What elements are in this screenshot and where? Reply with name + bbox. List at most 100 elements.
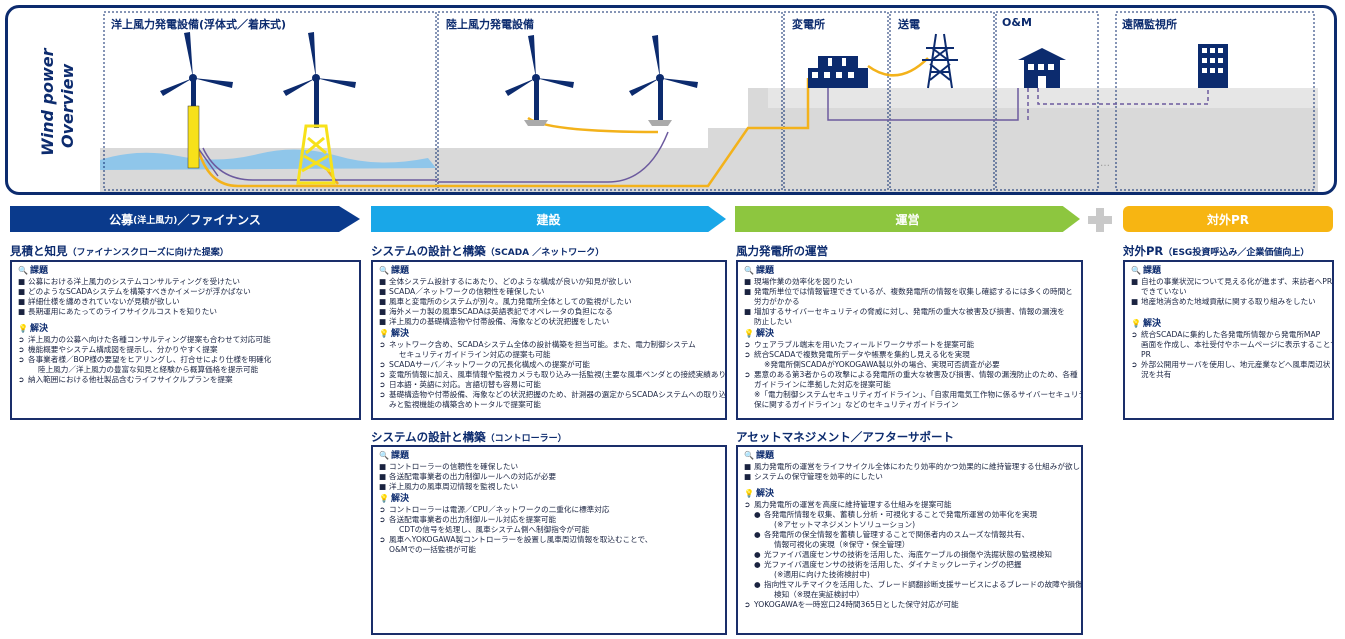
box-design-scada: 🔍課題 ■全体システム設計するにあたり、どのような構成が良いか知見が欲しい ■S… <box>371 260 727 420</box>
asset-title: アセットマネジメント／アフターサポート <box>736 430 955 444</box>
solution-item: ➲風車へYOKOGAWA製コントローラーを設置し風車周辺情報を取込むことで、 <box>379 535 653 544</box>
onshore-turbine-2 <box>629 35 698 126</box>
issue-item: ■SCADA／ネットワークの信頼性を確保したい <box>379 287 545 296</box>
phase-construction: 建設 <box>371 206 726 232</box>
design-scada-issue-heading: 🔍課題 <box>379 266 409 276</box>
section-title-design-controller: システムの設計と構築（コントローラー） <box>371 429 567 445</box>
section-title-operation: 風力発電所の運営 <box>736 243 828 259</box>
operation-issue-heading: 🔍課題 <box>744 266 774 276</box>
solution-item: 陸上風力／洋上風力の豊富な知見と経験から概算価格を提示可能 <box>38 365 259 374</box>
estimate-issue-heading: 🔍課題 <box>18 265 353 277</box>
box-pr: 🔍課題 ■自社の事業状況について見える化が進まず、来訪者へPR できていない ■… <box>1123 260 1334 420</box>
solution-item: ➲外部公開用サーバを使用し、地元産業などへ風車周辺状 <box>1131 360 1331 369</box>
sea-area <box>100 149 436 170</box>
zone-offshore-border <box>103 11 437 191</box>
box-operation: 🔍課題 ■現場作業の効率化を図りたい ■発電所単位では情報管理できているが、複数… <box>736 260 1083 420</box>
phase-finance: 公募(洋上風力)／ファイナンス <box>10 206 360 232</box>
solution-item: ※「電力制御システムセキュリティガイドライン」、「自家用電気工作物に係るサイバー… <box>754 390 1083 399</box>
zone-label-substation: 変電所 <box>792 18 825 31</box>
issue-item: ■洋上風力の基礎構造物や付帯設備、海象などの状況把握をしたい <box>379 317 610 326</box>
solution-item: CDTの信号を処理し、風車システム側へ制御指令が可能 <box>399 525 590 534</box>
phase-pr: 対外PR <box>1123 206 1333 232</box>
solution-item: (※適用に向けた技術検討中) <box>774 570 870 579</box>
design-scada-title-sub: （SCADA ／ネットワーク） <box>485 248 605 258</box>
solution-item: ●各発電所の保全情報を蓄積し管理することで関係者内のスムーズな情報共有、 <box>754 530 1030 539</box>
issue-item: ■現場作業の効率化を図りたい <box>744 277 853 286</box>
substation-building <box>808 56 868 88</box>
remote-monitoring-building <box>1198 44 1228 88</box>
lightbulb-icon: 💡 <box>1131 319 1141 328</box>
magnifier-icon: 🔍 <box>744 266 754 275</box>
phase-operation-label: 運営 <box>895 212 920 227</box>
solution-item: (※アセットマネジメントソリューション) <box>774 520 916 529</box>
phase-pr-label: 対外PR <box>1206 212 1250 227</box>
issue-item: ■各送配電事業者の出力制御ルールへの対応が必要 <box>379 472 557 481</box>
section-title-asset: アセットマネジメント／アフターサポート <box>736 429 954 445</box>
lightbulb-icon: 💡 <box>379 329 389 338</box>
zone-label-offshore: 洋上風力発電設備(浮体式／着床式) <box>111 18 287 31</box>
solution-item: ➲統合SCADAに集約した各発電所情報から発電所MAP <box>1131 330 1321 339</box>
solution-label: 解決 <box>29 324 48 334</box>
issue-item: ■発電所単位では情報管理できているが、複数発電所の情報を収集し確認するには多くの… <box>744 287 1073 296</box>
pr-title-sub: （ESG投資呼込み／企業価値向上） <box>1163 248 1310 258</box>
issue-item: 防止したい <box>754 317 792 326</box>
solution-item: 保に関するガイドライン」などのセキュリティガイドライン <box>754 400 959 409</box>
asset-issue-heading: 🔍課題 <box>744 451 774 461</box>
magnifier-icon: 🔍 <box>744 451 754 460</box>
zone-substation-border <box>783 11 889 191</box>
issue-item: ■長期運用にあたってのライフサイクルコストを知りたい <box>18 307 217 316</box>
solution-item: ●各発電所情報を収集、蓄積し分析・可視化することで発電所運営の効率化を実現 <box>754 510 1038 519</box>
issue-item: ■どのようなSCADAシステムを構築すべきかイメージが浮かばない <box>18 287 251 296</box>
solution-item: ➲各事業者様／BOP様の要望をヒアリングし、打合せにより仕様を明確化 <box>18 355 272 364</box>
zone-transmission-border <box>889 11 995 191</box>
cable-yellow <box>196 78 810 188</box>
cable-purple <box>197 131 669 183</box>
issue-item: できていない <box>1141 287 1187 296</box>
solution-item: ➲ネットワーク含め、SCADAシステム全体の設計構築を担当可能。また、電力制御シ… <box>379 340 696 349</box>
solution-item: ➲機能概要やシステム構成図を提示し、分かりやすく提案 <box>18 345 218 354</box>
solution-item: 検知（※現在実証検討中） <box>774 590 864 599</box>
section-title-design-scada: システムの設計と構築（SCADA ／ネットワーク） <box>371 243 604 259</box>
phase-finance-main: 公募 <box>109 212 134 227</box>
box-estimate: 🔍課題 ■公募における洋上風力のシステムコンサルティングを受けたい ■どのような… <box>10 260 361 420</box>
solution-item: ➲統合SCADAで複数発電所データや帳票を集約し見える化を実現 <box>744 350 970 359</box>
solution-item: 況を共有 <box>1141 370 1172 379</box>
design-scada-title: システムの設計と構築 <box>371 244 486 258</box>
solution-item: ➲各送配電事業者の出力制御ルール対応を提案可能 <box>379 515 557 524</box>
phase-finance-sub: (洋上風力) <box>133 215 178 226</box>
solution-item: ➲日本語・英語に対応。言語切替も容易に可能 <box>379 380 541 389</box>
phase-operation: 運営 <box>735 206 1080 232</box>
issue-item: ■増加するサイバーセキュリティの脅威に対し、発電所の重大な被害及び損害、情報の漏… <box>744 307 1065 316</box>
solution-item: ➲悪意のある第3者からの攻撃による発電所の重大な被害及び損害、情報の漏洩防止のた… <box>744 370 1078 379</box>
issue-item: ■詳細仕様を纏めきれていないが見積が欲しい <box>18 297 180 306</box>
lightbulb-icon: 💡 <box>379 494 389 503</box>
issue-item: ■海外メーカ製の風車SCADAは英語表記でオペレータの負担になる <box>379 307 613 316</box>
solution-item: ➲納入範囲における他社製品含むライフサイクルプランを提案 <box>18 375 233 384</box>
solution-item: ➲基礎構造物や付帯設備、海象などの状況把握のため、計測器の選定からSCADAシス… <box>379 390 727 399</box>
design-controller-title-sub: （コントローラー） <box>485 434 567 444</box>
issue-item: ■洋上風力の風車周辺情報を監視したい <box>379 482 519 491</box>
magnifier-icon: 🔍 <box>18 266 28 275</box>
design-controller-issue-heading: 🔍課題 <box>379 451 409 461</box>
box-asset: 🔍課題 ■風力発電所の運営をライフサイクル全体にわたり効率的かつ効果的に維持管理… <box>736 445 1083 635</box>
solution-item: みと監視機能の構築含めトータルで提案可能 <box>389 400 541 409</box>
asset-solution-heading: 💡解決 <box>744 489 774 499</box>
estimate-solution-heading: 💡解決 <box>18 323 353 335</box>
solution-item: ➲風力発電所の運営を高度に維持管理する仕組みを提案可能 <box>744 500 952 509</box>
section-title-pr: 対外PR（ESG投資呼込み／企業価値向上） <box>1123 243 1309 259</box>
solution-item: ガイドラインに準拠した対応を提案可能 <box>754 380 891 389</box>
solution-item: ※発電所側SCADAがYOKOGAWA製以外の場合、実現可否調査が必要 <box>764 360 1000 369</box>
onshore-turbine-1 <box>505 35 574 126</box>
solution-item: ●光ファイバ温度センサの技術を活用した、ダイナミックレーティングの把握 <box>754 560 1022 569</box>
issue-item: ■コントローラーの信頼性を確保したい <box>379 462 519 471</box>
zone-label-om: O&M <box>1002 16 1032 29</box>
transmission-tower <box>922 33 958 89</box>
solution-item: ➲変電所情報に加え、風車情報や監視カメラも取り込み一括監視(主要な風車ベンダとの… <box>379 370 727 379</box>
solution-item: セキュリティガイドライン対応の提案も可能 <box>399 350 551 359</box>
issue-item: ■風力発電所の運営をライフサイクル全体にわたり効率的かつ効果的に維持管理する仕組… <box>744 462 1083 471</box>
pr-solution-heading: 💡解決 <box>1131 319 1161 329</box>
magnifier-icon: 🔍 <box>379 266 389 275</box>
solution-item: ➲YOKOGAWAを一時窓口24時間365日とした保守対応が可能 <box>744 600 959 609</box>
phase-construction-label: 建設 <box>536 212 561 227</box>
solution-item: ➲コントローラーは電源／CPU／ネットワークの二重化に標準対応 <box>379 505 610 514</box>
